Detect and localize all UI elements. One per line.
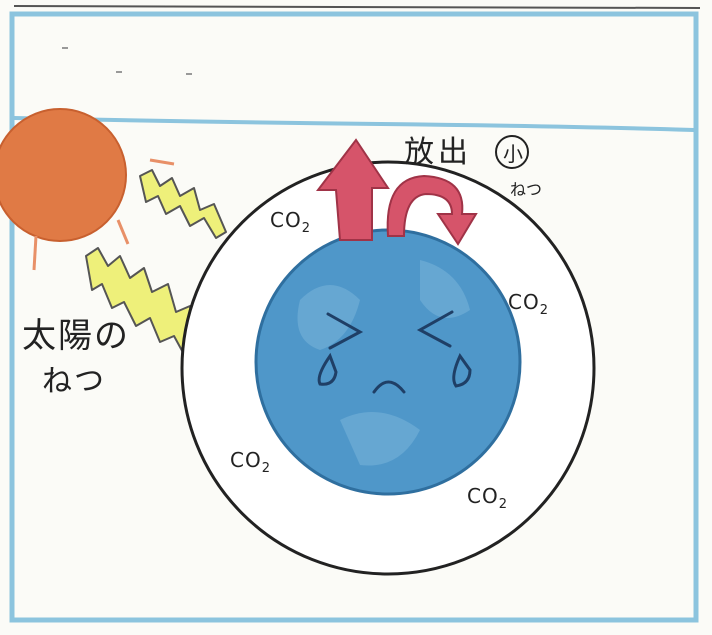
left-eye [326,312,364,350]
top-edge-shadow [13,5,701,9]
heat-escape-arrow [315,138,390,241]
right-eye [416,310,454,348]
emission-heat-label: ねつ [510,180,543,199]
earth-continents [297,260,470,466]
sun-ray-upper [139,169,227,239]
top-band-divider [13,116,695,132]
right-tear [452,353,472,388]
heat-return-arrow [386,174,478,246]
sun-heat-label-line1: 太陽の [22,316,130,356]
sun-glow-marks [32,158,175,271]
sun-heat-label-line2: ねつ [42,364,106,399]
emission-small-circle [495,135,529,169]
sun [0,108,127,242]
co2-label: CO2 [467,484,508,512]
frown-mouth [372,380,406,394]
crying-face [317,310,472,394]
emission-label: 放出 [404,135,472,170]
co2-label: CO2 [508,290,549,318]
co2-label: CO2 [270,208,311,236]
emission-small-label: 小 [503,142,523,166]
co2-label: CO2 [230,448,271,476]
picture-frame [9,11,699,623]
top-band-specks [62,47,192,75]
left-tear [317,352,338,386]
